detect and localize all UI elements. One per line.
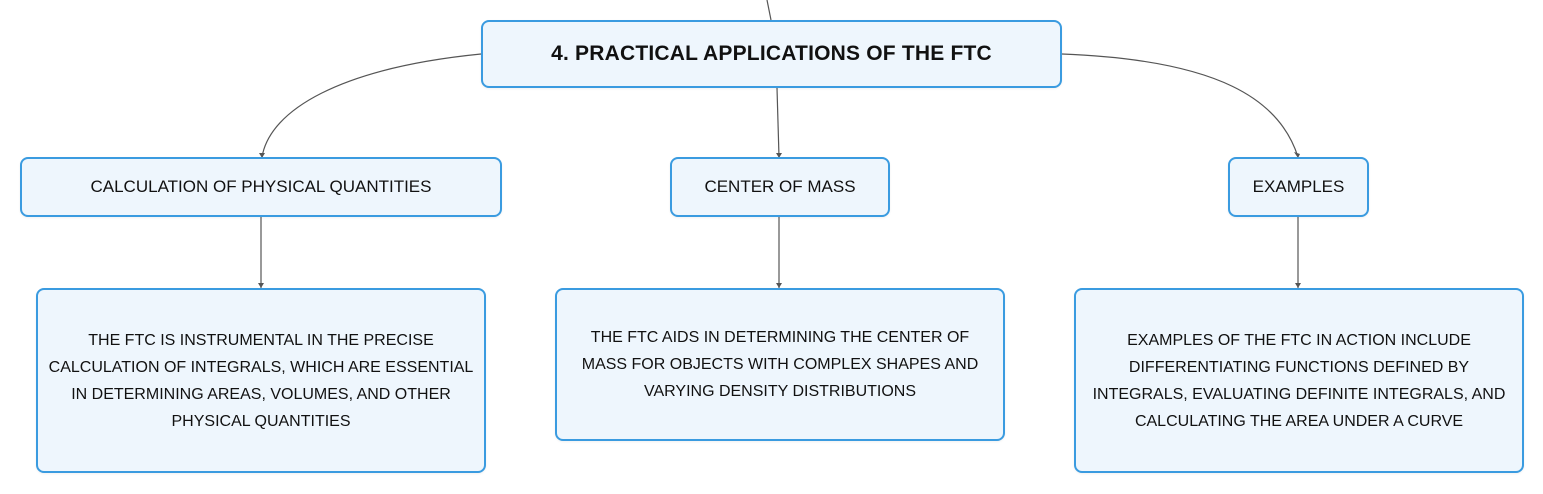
detail-center-of-mass-text: THE FTC AIDS IN DETERMINING THE CENTER O… — [581, 329, 979, 400]
arrowhead-center-of-mass — [776, 153, 782, 158]
detail-examples[interactable]: EXAMPLES OF THE FTC IN ACTION INCLUDE DI… — [1074, 288, 1524, 473]
connector-root-to-center-of-mass — [776, 87, 780, 158]
topic-examples[interactable]: EXAMPLES — [1228, 157, 1369, 217]
arrowhead-examples-detail — [1295, 283, 1301, 288]
topic-physical-quantities-label: CALCULATION OF PHYSICAL QUANTITIES — [90, 177, 432, 196]
arrowhead-physical-quantities — [259, 153, 265, 158]
arrowhead-center-of-mass-detail — [776, 283, 782, 288]
topic-examples-label: EXAMPLES — [1252, 177, 1345, 196]
arrowhead-physical-quantities-detail — [258, 283, 264, 288]
connector-root-to-examples — [1061, 53, 1299, 158]
topic-physical-quantities[interactable]: CALCULATION OF PHYSICAL QUANTITIES — [20, 157, 502, 217]
detail-examples-text: EXAMPLES OF THE FTC IN ACTION INCLUDE DI… — [1092, 331, 1506, 430]
arrowhead-examples — [1294, 152, 1300, 158]
connector-parent-to-root — [766, 0, 772, 21]
topic-center-of-mass-label: CENTER OF MASS — [704, 177, 856, 196]
connector-root-to-physical-quantities — [261, 53, 482, 158]
detail-physical-quantities-text: THE FTC IS INSTRUMENTAL IN THE PRECISE C… — [48, 331, 474, 430]
connector-arrowheads — [258, 152, 1301, 288]
root-topic-node[interactable]: 4. PRACTICAL APPLICATIONS OF THE FTC — [481, 20, 1062, 88]
topic-center-of-mass[interactable]: CENTER OF MASS — [670, 157, 890, 217]
detail-physical-quantities[interactable]: THE FTC IS INSTRUMENTAL IN THE PRECISE C… — [36, 288, 486, 473]
detail-center-of-mass[interactable]: THE FTC AIDS IN DETERMINING THE CENTER O… — [555, 288, 1005, 441]
root-topic-label: 4. PRACTICAL APPLICATIONS OF THE FTC — [551, 42, 992, 65]
